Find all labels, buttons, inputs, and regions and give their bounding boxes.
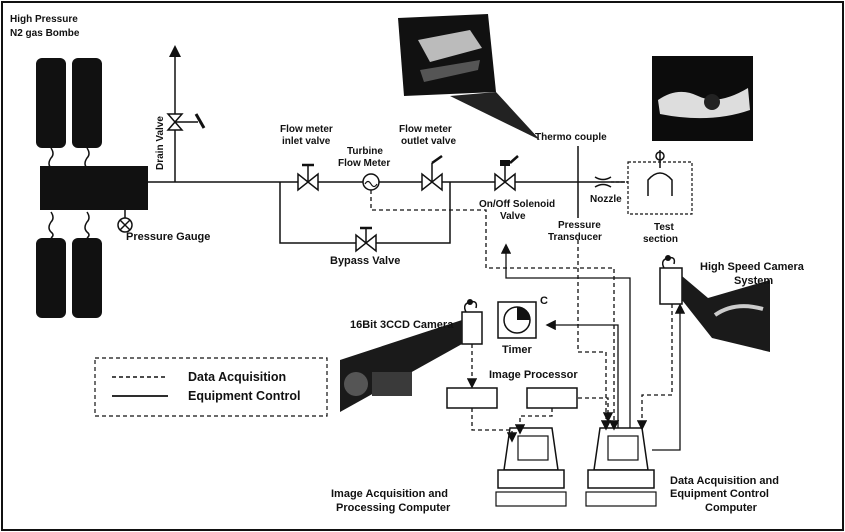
solenoid-label: Valve <box>500 211 526 222</box>
ccd-view-image <box>372 372 412 396</box>
turbine-label: Turbine <box>347 146 383 157</box>
equipment-control-lines <box>506 246 680 450</box>
thermo-couple-label: Thermo couple <box>535 132 607 143</box>
inlet-valve-label: inlet valve <box>282 136 331 147</box>
gas-bombe-group <box>36 58 148 318</box>
flow-photo-right <box>652 56 753 141</box>
outlet-valve-label: Flow meter <box>399 124 452 135</box>
timer-c-label: C <box>540 295 548 307</box>
ccd-camera-icon <box>462 299 482 344</box>
turbine-flow-meter-icon <box>363 174 379 190</box>
hose <box>49 212 53 238</box>
high-speed-camera-label: System <box>734 275 773 287</box>
timer-label: Timer <box>502 344 532 356</box>
image-processor-box <box>447 388 497 408</box>
test-section-label: Test <box>654 222 674 233</box>
timer-icon <box>498 302 536 338</box>
solenoid-valve-icon <box>495 156 518 190</box>
drain-valve-icon <box>168 114 204 130</box>
legend-data-label: Data Acquisition <box>188 370 286 384</box>
manifold <box>40 166 148 210</box>
gas-cylinder <box>36 58 66 148</box>
drain-valve-label: Drain Valve <box>155 116 166 170</box>
high-speed-camera-icon <box>660 255 682 304</box>
pressure-transducer-label: Pressure <box>558 220 601 231</box>
data-computer-icon <box>586 428 656 506</box>
legend-box <box>95 358 327 416</box>
ccd-view-cone <box>340 320 462 412</box>
data-computer-label: Data Acquisition and <box>670 475 779 487</box>
outlet-valve-label: outlet valve <box>401 136 456 147</box>
test-section-probe-icon <box>648 150 672 196</box>
solenoid-label: On/Off Solenoid <box>479 199 555 210</box>
inlet-valve-label: Flow meter <box>280 124 333 135</box>
pressure-gauge-icon <box>118 218 132 232</box>
legend-control-label: Equipment Control <box>188 389 301 403</box>
gas-bombe-label: N2 gas Bombe <box>10 28 80 39</box>
bypass-pipe <box>280 182 450 243</box>
ccd-camera-label: 16Bit 3CCD Camera <box>350 319 454 331</box>
gas-bombe-label: High Pressure <box>10 14 78 25</box>
flow-photo-top <box>398 14 540 140</box>
turbine-label: Flow Meter <box>338 158 390 169</box>
data-computer-label: Computer <box>705 502 758 514</box>
pressure-gauge-label: Pressure Gauge <box>126 231 210 243</box>
high-speed-camera-label: High Speed Camera <box>700 261 805 273</box>
outlet-valve-icon <box>422 156 442 190</box>
nozzle-label: Nozzle <box>590 194 622 205</box>
bypass-valve-icon <box>356 228 376 251</box>
image-processor-label: Image Processor <box>489 369 578 381</box>
ccd-view-image <box>344 372 368 396</box>
image-computer-icon <box>496 428 566 506</box>
gas-cylinder <box>36 238 66 318</box>
image-processor-box <box>527 388 577 408</box>
hose <box>85 212 89 238</box>
bypass-valve-label: Bypass Valve <box>330 255 400 267</box>
test-section-label: section <box>643 234 678 245</box>
test-section-box <box>628 162 692 214</box>
gas-cylinder <box>72 238 102 318</box>
inlet-valve-icon <box>298 165 318 190</box>
pressure-transducer-label: Transducer <box>548 232 602 243</box>
image-computer-label: Processing Computer <box>336 502 451 514</box>
image-computer-label: Image Acquisition and <box>331 488 448 500</box>
gas-cylinder <box>72 58 102 148</box>
data-computer-label: Equipment Control <box>670 488 769 500</box>
hsc-view-cone <box>682 276 770 352</box>
